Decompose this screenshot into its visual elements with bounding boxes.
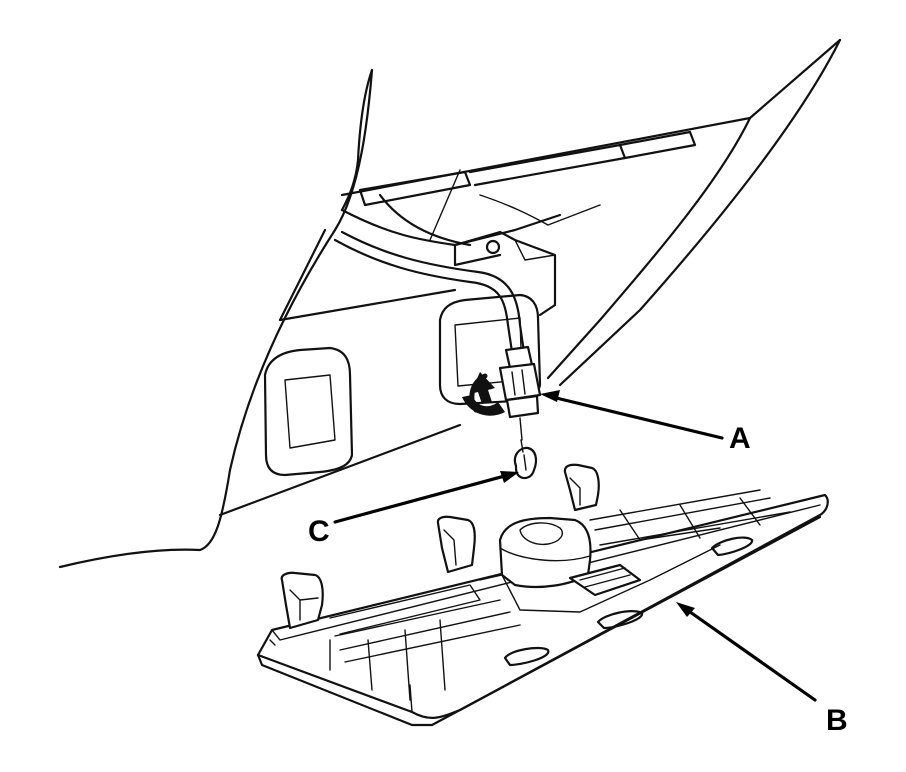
inner-recesses <box>263 293 542 477</box>
rotate-arrow-icon <box>462 372 505 416</box>
dashboard-outline <box>58 68 374 569</box>
light-housing-bracket <box>453 230 557 317</box>
wiring-harness <box>333 230 526 354</box>
callout-label-b: B <box>826 704 848 737</box>
connector-a <box>498 345 542 441</box>
light-cover-b <box>256 463 829 727</box>
glove-box-opening <box>218 38 842 517</box>
callout-label-c: C <box>308 515 330 548</box>
callout-label-a: A <box>729 422 751 455</box>
leader-lines <box>333 390 817 702</box>
